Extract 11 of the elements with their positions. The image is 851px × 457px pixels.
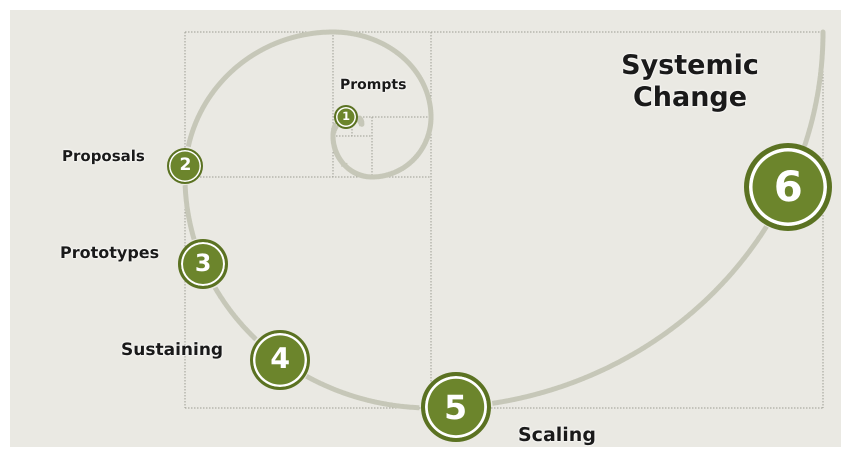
stage-label: Scaling bbox=[518, 424, 596, 447]
spiral-curve bbox=[212, 286, 258, 342]
stage-label: Sustaining bbox=[121, 340, 224, 360]
spiral-curve bbox=[182, 183, 196, 242]
stage-label: Prompts bbox=[340, 77, 406, 94]
spiral-curve bbox=[186, 30, 434, 180]
spiral-curve bbox=[491, 225, 769, 406]
spiral-curve bbox=[304, 374, 422, 410]
stage-label: Proposals bbox=[62, 147, 145, 165]
stage-label: Systemic Change bbox=[620, 50, 760, 115]
stage-label: Prototypes bbox=[60, 243, 160, 262]
